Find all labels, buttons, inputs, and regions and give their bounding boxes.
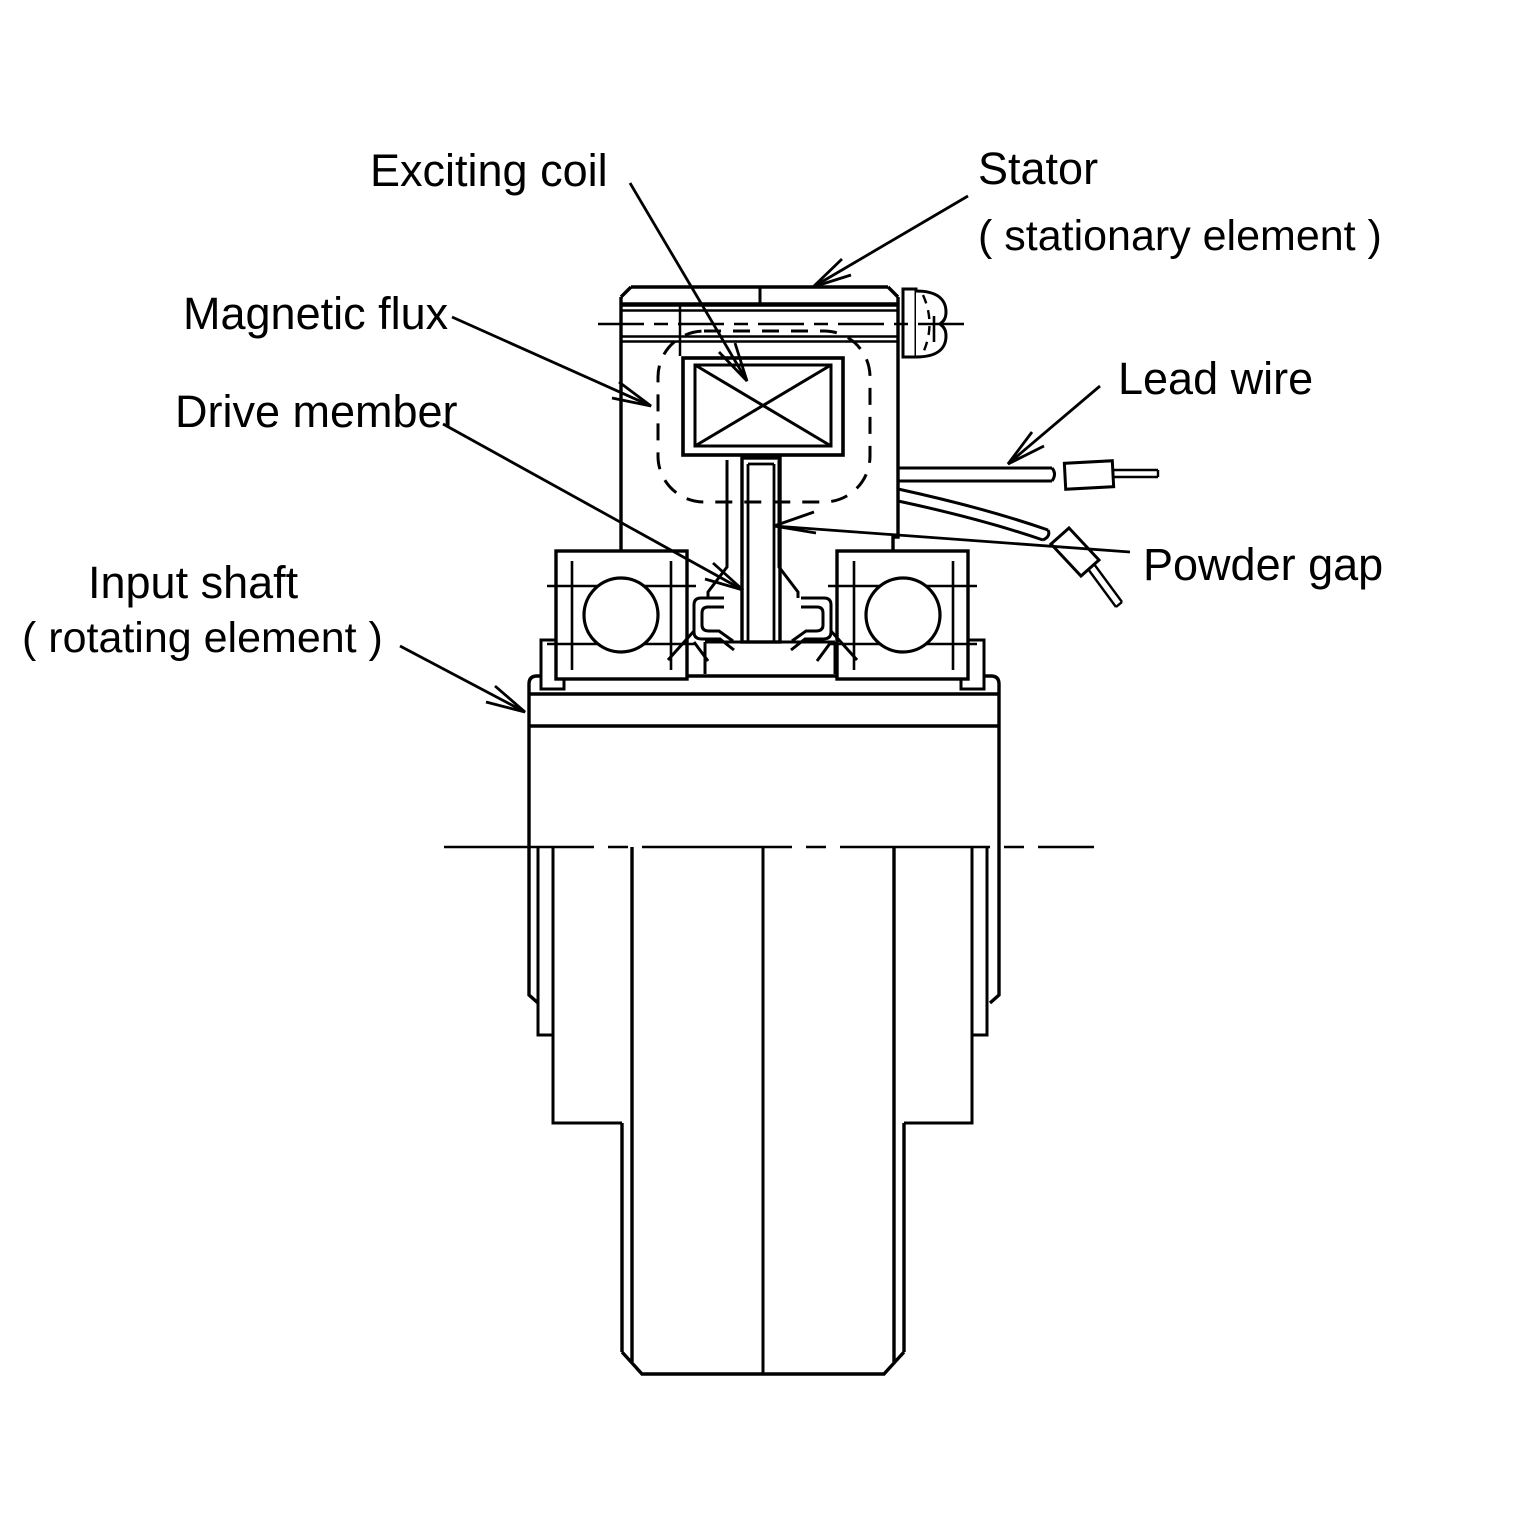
drive-member-text: Drive member bbox=[175, 386, 458, 437]
lead-wire-text: Lead wire bbox=[1118, 353, 1313, 404]
drive-member-leader bbox=[442, 422, 744, 592]
shaft-boss bbox=[666, 629, 859, 674]
label-drive-member: Drive member bbox=[175, 386, 744, 592]
exciting-coil-symbol bbox=[681, 356, 845, 457]
label-powder-gap: Powder gap bbox=[773, 510, 1383, 590]
lead-wire-arrowhead bbox=[1006, 431, 1045, 466]
stator-text-line2: ( stationary element ) bbox=[978, 212, 1382, 260]
label-magnetic-flux: Magnetic flux bbox=[183, 288, 652, 408]
magnetic-flux-leader bbox=[451, 315, 652, 408]
exciting-coil-leader bbox=[628, 182, 749, 382]
input-shaft-leader bbox=[399, 644, 526, 714]
bearing-left bbox=[547, 549, 696, 681]
input-shaft-text-line2: ( rotating element ) bbox=[22, 614, 383, 662]
exciting-coil-text: Exciting coil bbox=[370, 145, 608, 196]
input-shaft-drawing bbox=[527, 674, 1001, 1376]
label-exciting-coil: Exciting coil bbox=[370, 145, 749, 382]
powder-gap-arrowhead bbox=[773, 510, 817, 535]
powder-gap-hooks bbox=[692, 460, 833, 652]
lead-wires bbox=[897, 459, 1160, 608]
label-stator: Stator ( stationary element ) bbox=[812, 143, 1382, 289]
stator-leader bbox=[812, 194, 969, 289]
input-shaft-arrowhead bbox=[485, 684, 526, 714]
lead-wire-leader bbox=[1007, 384, 1101, 466]
stator-arrowhead bbox=[812, 257, 852, 289]
magnetic-flux-text: Magnetic flux bbox=[183, 288, 449, 339]
drive-member-drawing bbox=[740, 456, 782, 644]
magnetic-flux-path bbox=[656, 329, 872, 504]
label-lead-wire: Lead wire bbox=[1006, 353, 1313, 466]
powder-gap-leader bbox=[773, 524, 1131, 554]
magnetic-flux-arrowhead bbox=[611, 380, 652, 408]
drive-member-arrowhead bbox=[704, 561, 744, 592]
powder-gap-text: Powder gap bbox=[1143, 539, 1383, 590]
stator-text-line1: Stator bbox=[978, 143, 1098, 194]
input-shaft-text-line1: Input shaft bbox=[88, 557, 299, 608]
stator-drawing bbox=[619, 285, 900, 551]
label-input-shaft: Input shaft ( rotating element ) bbox=[22, 557, 526, 714]
bearing-right bbox=[828, 549, 977, 681]
exciting-coil-arrowhead bbox=[717, 342, 749, 382]
